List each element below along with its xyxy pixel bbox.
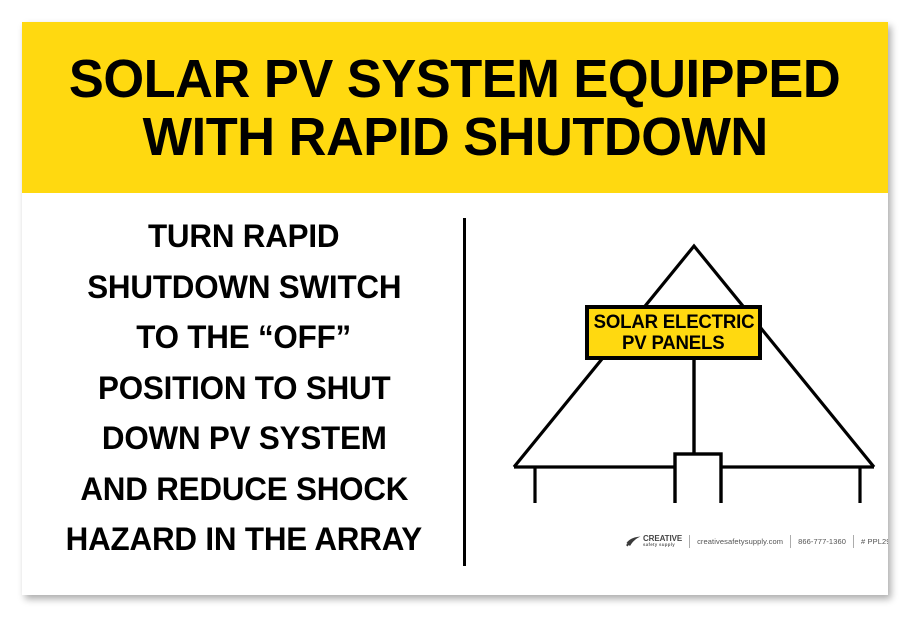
header-title-line-2: WITH RAPID SHUTDOWN [142, 106, 768, 167]
safety-sign-panel: SOLAR PV SYSTEM EQUIPPED WITH RAPID SHUT… [22, 22, 888, 595]
footer-separator [689, 534, 691, 548]
instruction-line: TURN RAPID [148, 218, 340, 254]
instruction-line: HAZARD IN THE ARRAY [65, 521, 423, 557]
inverter-box-icon [673, 452, 723, 503]
house-illustration-icon [512, 243, 876, 503]
instruction-text-block: TURN RAPID SHUTDOWN SWITCH TO THE “OFF” … [30, 211, 458, 565]
instruction-line: TO THE “OFF” [136, 319, 352, 355]
footer-credit-strip: CREATIVE safety supply creativesafetysup… [626, 531, 888, 551]
house-pv-diagram: SOLAR ELECTRIC PV PANELS [477, 203, 882, 503]
pv-label-line-1: SOLAR ELECTRIC [593, 311, 754, 333]
instruction-line: POSITION TO SHUT [97, 369, 391, 406]
instruction-line: DOWN PV SYSTEM [101, 420, 387, 456]
footer-separator [853, 534, 855, 548]
footer-part-number: # PPL29090-8x12 [861, 536, 888, 546]
instruction-line: SHUTDOWN SWITCH [86, 268, 402, 305]
footer-website: creativesafetysupply.com [697, 536, 784, 546]
sign-header-band: SOLAR PV SYSTEM EQUIPPED WITH RAPID SHUT… [22, 22, 888, 193]
logo-wordmark: CREATIVE safety supply [643, 533, 683, 548]
vertical-divider [463, 218, 466, 566]
footer-separator [790, 534, 792, 548]
creative-safety-supply-logo: CREATIVE safety supply [626, 533, 683, 548]
logo-brand-name: CREATIVE [643, 533, 683, 543]
sign-body-region: TURN RAPID SHUTDOWN SWITCH TO THE “OFF” … [22, 193, 888, 595]
logo-tagline: safety supply [643, 542, 675, 548]
instruction-line: AND REDUCE SHOCK [80, 470, 408, 507]
header-title-line-1: SOLAR PV SYSTEM EQUIPPED [69, 48, 841, 109]
pv-label-line-2: PV PANELS [622, 332, 725, 354]
footer-phone: 866-777-1360 [798, 536, 847, 546]
pv-panels-label-box: SOLAR ELECTRIC PV PANELS [585, 305, 762, 360]
arrow-swoosh-icon [626, 536, 641, 546]
